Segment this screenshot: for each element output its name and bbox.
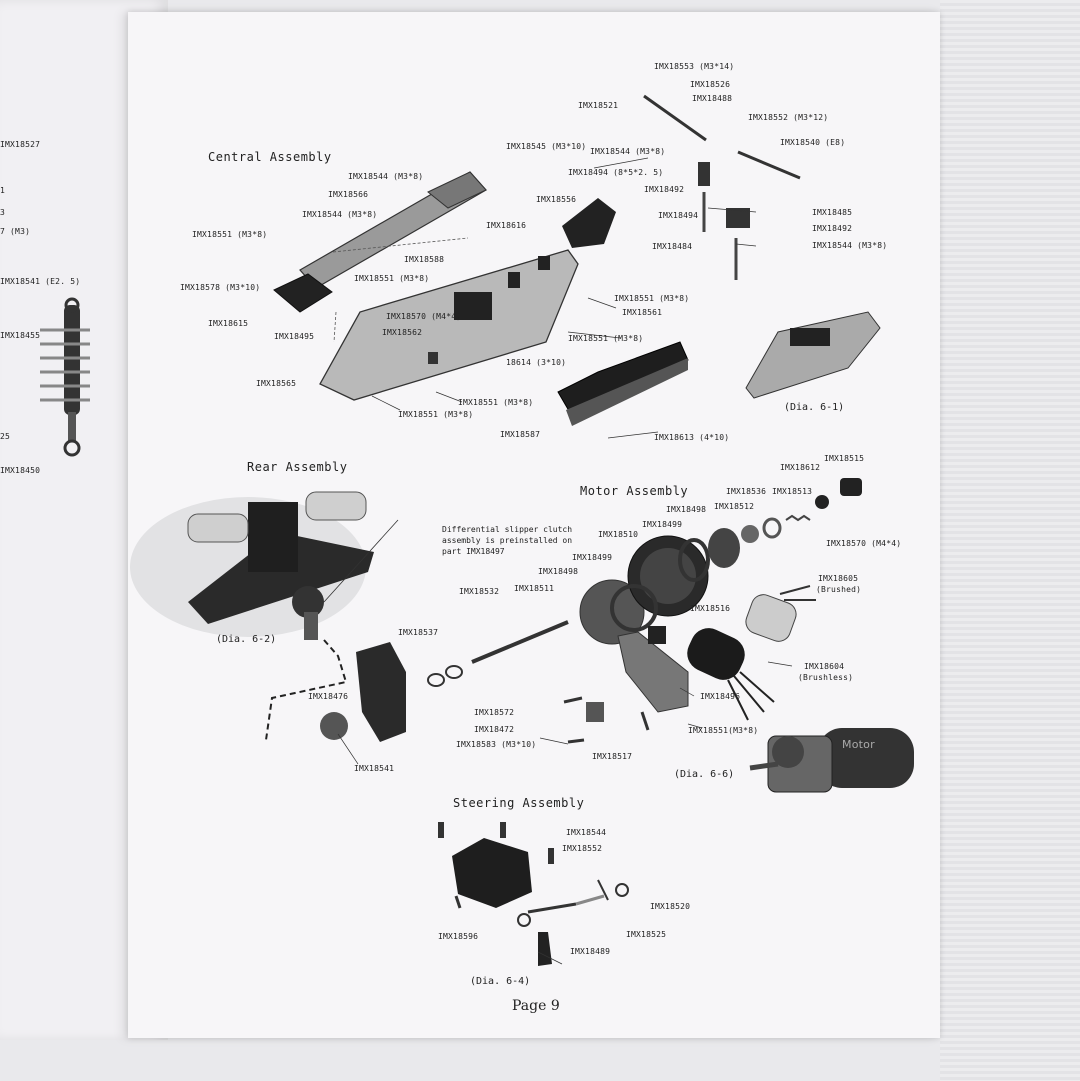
part-label: IMX18541 [354, 764, 395, 773]
part-label: IMX18492 [812, 224, 853, 233]
part-label: IMX18572 [474, 708, 515, 717]
part-label: IMX18565 [256, 379, 297, 388]
part-label: IMX18615 [208, 319, 249, 328]
part-label: IMX18596 [438, 932, 479, 941]
part-label: IMX18613 (4*10) [654, 433, 730, 442]
left-label: 7 (M3) [0, 227, 31, 236]
part-label: IMX18552 (M3*12) [748, 113, 829, 122]
part-label: IMX18556 [536, 195, 577, 204]
part-label: IMX18587 [500, 430, 541, 439]
part-label: IMX18566 [328, 190, 369, 199]
part-label: IMX18544 (M3*8) [348, 172, 424, 181]
part-label: IMX18511 [514, 584, 555, 593]
part-label: IMX18496 [700, 692, 741, 701]
part-label: IMX18551 (M3*8) [614, 294, 690, 303]
part-label: IMX18583 (M3*10) [456, 740, 537, 749]
part-label: 18614 (3*10) [506, 358, 567, 367]
left-label: IMX18541 (E2. 5) [0, 277, 81, 286]
heading-rear-assembly: Rear Assembly [247, 460, 348, 474]
part-label: IMX18544 [566, 828, 607, 837]
left-label: 25 [0, 432, 11, 441]
heading-steering-assembly: Steering Assembly [453, 796, 585, 810]
part-label: IMX18512 [714, 502, 755, 511]
heading-motor-assembly: Motor Assembly [580, 484, 689, 498]
motor-can-label: Motor [842, 738, 875, 751]
part-label: IMX18494 [658, 211, 699, 220]
exploded-diagram-art [130, 94, 914, 966]
part-label: IMX18472 [474, 725, 515, 734]
part-label: IMX18561 [622, 308, 663, 317]
part-label: IMX18498 [666, 505, 707, 514]
part-label: IMX18516 [690, 604, 731, 613]
left-label: IMX18450 [0, 466, 41, 475]
part-label: IMX18499 [642, 520, 683, 529]
part-label: IMX18570 (M4*4) [826, 539, 902, 548]
part-label: IMX18578 (M3*10) [180, 283, 261, 292]
part-label: IMX18494 (8*5*2. 5) [568, 168, 664, 177]
part-label: IMX18484 [652, 242, 693, 251]
part-label: IMX18536 [726, 487, 767, 496]
part-label: IMX18489 [570, 947, 611, 956]
part-label: IMX18588 [404, 255, 445, 264]
part-label: IMX18612 [780, 463, 821, 472]
page-number: Page 9 [512, 998, 560, 1014]
part-label: IMX18492 [644, 185, 685, 194]
part-label: IMX18551(M3*8) [688, 726, 759, 735]
part-label: IMX18515 [824, 454, 865, 463]
part-label: IMX18551 (M3*8) [354, 274, 430, 283]
diagram-caption: (Dia. 6-4) [470, 976, 531, 987]
part-label: IMX18498 [538, 567, 579, 576]
part-label: IMX18544 (M3*8) [812, 241, 888, 250]
diagram-caption: (Dia. 6-2) [216, 634, 277, 645]
part-label: IMX18553 (M3*14) [654, 62, 735, 71]
part-label: IMX18604 [804, 662, 845, 671]
part-label: IMX18517 [592, 752, 633, 761]
manual-page: Central Assembly Rear Assembly Motor Ass… [128, 12, 940, 1038]
part-label: IMX18537 [398, 628, 439, 637]
part-label: IMX18532 [459, 587, 500, 596]
part-label: IMX18551 (M3*8) [192, 230, 268, 239]
part-label: IMX18499 [572, 553, 613, 562]
part-label: IMX18605 [818, 574, 859, 583]
part-label: IMX18616 [486, 221, 527, 230]
part-label: IMX18551 (M3*8) [568, 334, 644, 343]
heading-central-assembly: Central Assembly [208, 150, 332, 164]
part-label: IMX18540 (E8) [780, 138, 846, 147]
part-label: IMX18544 (M3*8) [590, 147, 666, 156]
part-label: IMX18521 [578, 101, 619, 110]
part-label: IMX18570 (M4*4) [386, 312, 462, 321]
part-label: IMX18488 [692, 94, 733, 103]
part-label: IMX18551 (M3*8) [398, 410, 474, 419]
part-label: IMX18526 [690, 80, 731, 89]
left-label: 1 [0, 186, 6, 195]
diagram-caption: (Dia. 6-6) [674, 769, 735, 780]
part-label: IMX18495 [274, 332, 315, 341]
left-label: 3 [0, 208, 6, 217]
part-label: IMX18510 [598, 530, 639, 539]
left-label: IMX18527 [0, 140, 41, 149]
part-label: (Brushed) [816, 585, 862, 594]
part-label: (Brushless) [798, 673, 854, 682]
background-surface [940, 0, 1080, 1081]
assembly-note: Differential slipper clutch assembly is … [442, 525, 573, 556]
part-label: IMX18520 [650, 902, 691, 911]
part-label: IMX18545 (M3*10) [506, 142, 587, 151]
part-label: IMX18525 [626, 930, 667, 939]
part-label: IMX18485 [812, 208, 853, 217]
part-label: IMX18562 [382, 328, 423, 337]
diagram-caption: (Dia. 6-1) [784, 402, 845, 413]
shock-absorber-drawing [40, 297, 90, 457]
left-label: IMX18455 [0, 331, 41, 340]
part-label: IMX18551 (M3*8) [458, 398, 534, 407]
part-label: IMX18476 [308, 692, 349, 701]
part-label: IMX18552 [562, 844, 603, 853]
part-label: IMX18544 (M3*8) [302, 210, 378, 219]
part-label: IMX18513 [772, 487, 813, 496]
